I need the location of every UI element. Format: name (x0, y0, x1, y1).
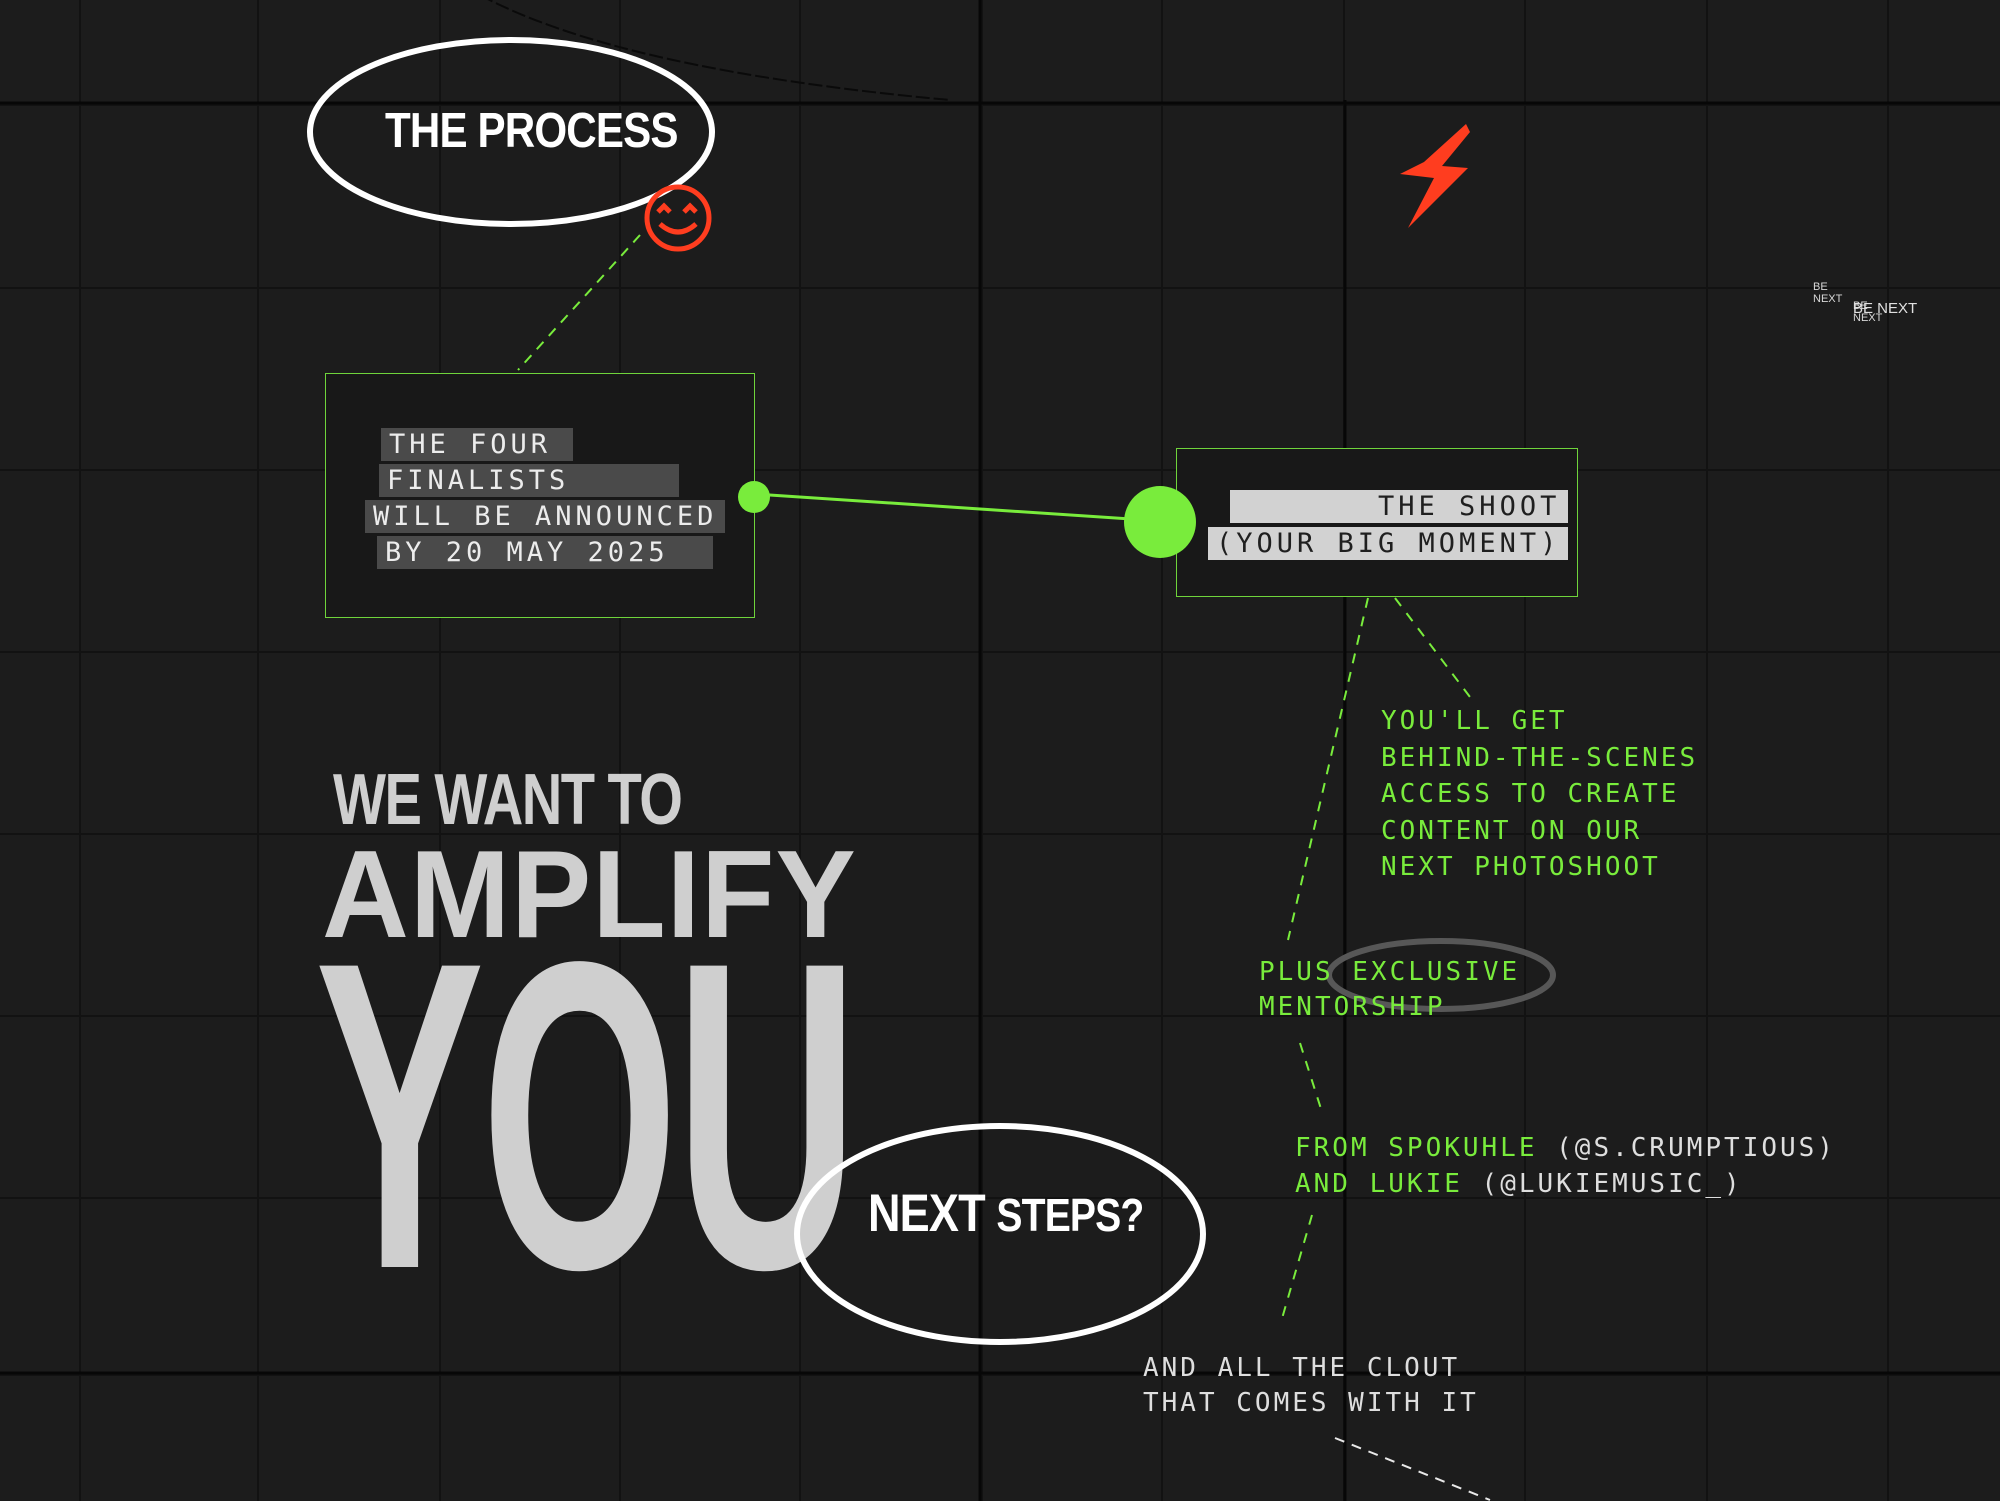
finalists-line-2: FINALISTS (379, 464, 680, 497)
clout-line-1: AND ALL THE CLOUT (1143, 1353, 1461, 1383)
smiley-face-icon (644, 184, 712, 252)
mentors-name-1: FROM SPOKUHLE (1295, 1133, 1538, 1163)
mentors-handle-2: (@LUKIEMUSIC_) (1481, 1169, 1743, 1199)
mentors-name-2: AND LUKIE (1295, 1169, 1463, 1199)
connector-node-large (1124, 486, 1196, 558)
behind-scenes-line-2: BEHIND-THE-SCENES (1381, 742, 1699, 773)
mentorship-word-exclusive: EXCLUSIVE (1352, 957, 1521, 987)
connector-node-small (738, 481, 770, 513)
next-steps-label: NEXT STEPS? (868, 1183, 1144, 1244)
finalists-text: THE FOUR FINALISTS WILL BE ANNOUNCED BY … (365, 427, 726, 571)
finalists-line-4: BY 20 MAY 2025 (377, 536, 713, 569)
behind-scenes-line-4: CONTENT ON OUR (1381, 815, 1643, 846)
headline-line-3: YOU (315, 870, 859, 1360)
process-label: THE PROCESS (385, 104, 678, 158)
shoot-line-1: THE SHOOT (1230, 490, 1569, 523)
clout-text: AND ALL THE CLOUT THAT COMES WITH IT (1143, 1351, 1479, 1421)
be-next-small-word2: NEXT (1813, 293, 1843, 305)
shoot-text: THE SHOOT (YOUR BIG MOMENT) (1208, 488, 1569, 562)
behind-scenes-line-1: YOU'LL GET (1381, 706, 1568, 736)
be-next-large: BE NEXT (1853, 300, 1918, 317)
be-next-overlap: BE NEXT (1853, 300, 1882, 324)
mentorship-text: PLUS EXCLUSIVE MENTORSHIP (1259, 955, 1520, 1025)
next-steps-word-next: NEXT (868, 1184, 986, 1243)
be-next-overlap-word1: BE (1853, 300, 1868, 312)
finalists-line-1: THE FOUR (381, 428, 574, 461)
be-next-small: BE NEXT (1813, 281, 1842, 305)
be-next-overlap-word2: NEXT (1853, 312, 1883, 324)
mentorship-line-2: MENTORSHIP (1259, 992, 1446, 1022)
mentors-handle-1: (@S.CRUMPTIOUS) (1556, 1133, 1836, 1163)
behind-scenes-text: YOU'LL GET BEHIND-THE-SCENES ACCESS TO C… (1381, 703, 1698, 886)
behind-scenes-line-3: ACCESS TO CREATE (1381, 779, 1680, 809)
lightning-bolt-icon (1400, 124, 1470, 228)
shoot-line-2: (YOUR BIG MOMENT) (1208, 527, 1569, 560)
be-next-small-word1: BE (1813, 281, 1828, 293)
headline-line-1: WE WANT TO (333, 760, 683, 840)
next-steps-word-steps: STEPS? (996, 1189, 1144, 1241)
behind-scenes-line-5: NEXT PHOTOSHOOT (1381, 852, 1661, 882)
headline-line-2: AMPLIFY (322, 826, 857, 964)
mentors-text: FROM SPOKUHLE (@S.CRUMPTIOUS) AND LUKIE … (1295, 1130, 1836, 1202)
finalists-line-3: WILL BE ANNOUNCED (365, 500, 726, 533)
clout-line-2: THAT COMES WITH IT (1143, 1388, 1479, 1418)
mentorship-word-plus: PLUS (1259, 957, 1334, 987)
